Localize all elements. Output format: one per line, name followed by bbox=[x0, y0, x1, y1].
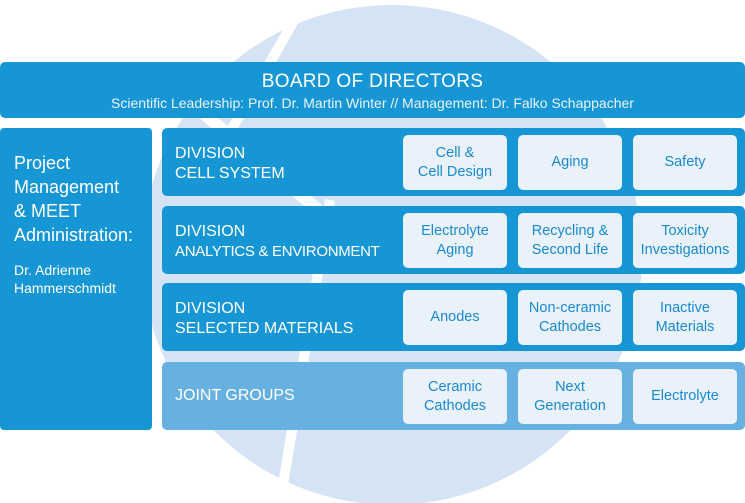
division-cell-system: DIVISION CELL SYSTEM Cell & Cell Design Ag… bbox=[162, 128, 745, 196]
division-name: SELECTED MATERIALS bbox=[175, 320, 354, 337]
group-line: Cell & bbox=[435, 144, 475, 161]
project-management-panel: Project Management & MEET Administration… bbox=[0, 128, 152, 430]
group-box: Anodes bbox=[403, 290, 507, 345]
group-line: Generation bbox=[534, 397, 606, 414]
group-line: Cathodes bbox=[423, 397, 487, 414]
group-line: Safety bbox=[664, 154, 706, 170]
group-line: Anodes bbox=[430, 309, 480, 325]
division-analytics-environment: DIVISION ANALYTICS & ENVIRONMENT Electrol… bbox=[162, 206, 745, 274]
division-label: DIVISION CELL SYSTEM bbox=[175, 144, 285, 184]
division-label: JOINT GROUPS bbox=[175, 386, 295, 406]
admin-name-line: Hammerschmidt bbox=[14, 280, 116, 296]
board-title: BOARD OF DIRECTORS bbox=[261, 71, 484, 92]
division-label: DIVISION SELECTED MATERIALS bbox=[175, 299, 353, 339]
division-name: CELL SYSTEM bbox=[175, 165, 285, 182]
group-line: Cell Design bbox=[417, 163, 493, 180]
admin-title-line: Project bbox=[14, 153, 71, 173]
group-line: Second Life bbox=[531, 241, 609, 258]
group-line: Aging bbox=[551, 154, 589, 170]
division-label: DIVISION ANALYTICS & ENVIRONMENT bbox=[175, 222, 380, 262]
group-line: Materials bbox=[655, 318, 715, 335]
group-line: Non-ceramic bbox=[528, 299, 612, 316]
admin-name-line: Dr. Adrienne bbox=[14, 262, 92, 278]
board-of-directors: BOARD OF DIRECTORS Scientific Leadership… bbox=[0, 62, 745, 118]
division-selected-materials: DIVISION SELECTED MATERIALS Anodes Non-ce… bbox=[162, 283, 745, 351]
admin-title-line: & MEET bbox=[14, 201, 82, 221]
admin-title: Project Management & MEET Administration… bbox=[14, 151, 152, 247]
admin-title-line: Administration: bbox=[14, 225, 134, 245]
group-line: Aging bbox=[436, 241, 474, 258]
admin-title-line: Management bbox=[14, 177, 120, 197]
division-line: JOINT GROUPS bbox=[175, 387, 295, 404]
group-line: Next bbox=[555, 378, 585, 395]
group-box: Safety bbox=[633, 135, 737, 190]
group-line: Electrolyte bbox=[421, 222, 489, 239]
group-box: Cell & Cell Design bbox=[403, 135, 507, 190]
group-box: Recycling & Second Life bbox=[518, 213, 622, 268]
division-line: DIVISION bbox=[175, 223, 246, 240]
group-line: Electrolyte bbox=[651, 388, 719, 404]
group-line: Inactive bbox=[660, 299, 710, 316]
admin-name: Dr. Adrienne Hammerschmidt bbox=[14, 261, 152, 297]
group-box: Aging bbox=[518, 135, 622, 190]
group-line: Ceramic bbox=[428, 378, 482, 395]
group-line: Investigations bbox=[640, 241, 730, 258]
division-line: DIVISION bbox=[175, 300, 246, 317]
division-name: ANALYTICS & ENVIRONMENT bbox=[175, 243, 380, 260]
board-subtitle: Scientific Leadership: Prof. Dr. Martin … bbox=[111, 95, 634, 111]
group-line: Recycling & bbox=[531, 222, 609, 239]
group-line: Cathodes bbox=[538, 318, 602, 335]
group-box: Electrolyte bbox=[633, 369, 737, 424]
division-line: DIVISION bbox=[175, 145, 246, 162]
group-line: Toxicity bbox=[661, 222, 709, 239]
